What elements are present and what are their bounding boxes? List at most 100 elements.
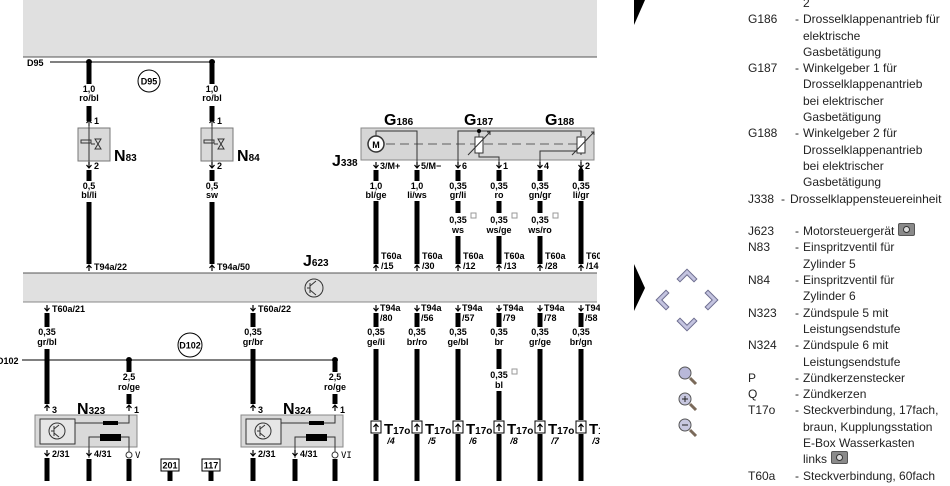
footnote-marker — [470, 212, 477, 219]
legend-separator: - — [795, 387, 799, 402]
wire-size: 0,35 — [572, 181, 590, 191]
wire-color: br — [495, 337, 504, 347]
wire-size: 0,35 — [449, 215, 467, 225]
legend-entry: P-Zündkerzenstecker — [748, 370, 950, 386]
zoom-in-icon[interactable] — [678, 392, 698, 412]
splice-dot — [332, 357, 338, 363]
pan-down-icon[interactable] — [676, 317, 698, 332]
wire-color: ro — [495, 190, 505, 200]
pin-arrow-icon — [44, 404, 50, 411]
connector-t17o-label: T17o — [466, 421, 492, 438]
connector-t17o[interactable]: T17o — [370, 420, 410, 438]
pin-arrow-icon — [496, 162, 502, 169]
wire-size: 1,0 — [206, 84, 219, 94]
legend-text: Zündspule 5 mit — [803, 305, 889, 320]
legend-description: Leistungsendstufe — [803, 321, 900, 337]
throttle-unit-j338[interactable]: M J338 G186 G187 G188 — [332, 112, 595, 172]
wire-color: ge/li — [367, 337, 385, 347]
legend-separator: - — [795, 370, 799, 385]
wire-color: ws/ge — [485, 225, 511, 235]
pan-left-icon[interactable] — [655, 289, 670, 311]
legend-description: Gasbetätigung — [803, 109, 881, 125]
pin-arrow-icon — [292, 450, 298, 457]
zoom-icon[interactable] — [678, 366, 698, 386]
d95-bus-label: D95 — [27, 58, 44, 68]
wire-size: 2,5 — [123, 372, 136, 382]
connector-pin: /4 — [386, 436, 395, 446]
wire-size: 0,5 — [83, 181, 96, 191]
g187-label: G187 — [464, 112, 494, 129]
pin-label: 5/M− — [421, 161, 441, 171]
legend-entry: N323-Zündspule 5 mit — [748, 305, 950, 321]
pin-arrow-icon — [414, 162, 420, 169]
legend-code: T17o — [748, 403, 776, 418]
legend-entry-continuation: E-Box Wasserkasten — [748, 435, 950, 451]
connector-pin: /5 — [427, 436, 437, 446]
legend-description: Drosselklappenantrieb — [803, 142, 922, 158]
connector-t17o-label: T17o — [384, 421, 410, 438]
pin-arrow-icon — [373, 305, 379, 312]
zoom-out-icon[interactable] — [678, 418, 698, 438]
connector-t17o[interactable]: T17o — [411, 420, 451, 438]
injector-N83[interactable]: N83 — [77, 121, 138, 166]
label-number: 83 — [126, 153, 138, 164]
wire-size: 0,35 — [490, 215, 508, 225]
connector-t17o[interactable]: T17o — [575, 420, 600, 438]
expand-triangle-icon[interactable] — [634, 264, 645, 311]
wire-size: 0,35 — [531, 181, 549, 191]
injector-N84[interactable]: N84 — [200, 121, 261, 166]
legend-text: Zylinder 5 — [803, 256, 856, 271]
primary-winding — [309, 421, 324, 425]
reference-box[interactable]: 201 — [160, 458, 180, 472]
legend-entry: N324-Zündspule 6 mit — [748, 337, 950, 353]
connector-t17o[interactable]: T17o — [452, 420, 492, 438]
label-number: 84 — [249, 153, 261, 164]
legend-description: Steckverbindung, 60fach — [803, 468, 935, 484]
coil-label: N323 — [77, 401, 106, 418]
collapse-triangle-icon[interactable] — [634, 0, 645, 25]
camera-icon[interactable] — [898, 223, 916, 237]
ecu-j623[interactable]: J623 — [23, 253, 597, 303]
legend-code: J623 — [748, 224, 775, 239]
side-panel — [600, 0, 950, 481]
ignition-coil-324[interactable]: N324 — [240, 401, 344, 458]
legend-code: G188 — [748, 126, 778, 141]
connector-t17o[interactable]: T17o — [493, 420, 533, 438]
pan-up-icon[interactable] — [676, 268, 698, 283]
ignition-coil-323[interactable]: N323 — [34, 401, 138, 458]
connector-label: T60a — [504, 251, 526, 261]
legend-entry-continuation: Zylinder 5 — [748, 256, 950, 272]
connector-t17o-label: T17o — [507, 421, 533, 438]
label-letter: N — [114, 148, 126, 165]
legend-entry-continuation: links — [748, 451, 950, 467]
legend-description: Steckverbindung, 17fach, — [803, 402, 938, 418]
legend-entry: G186-Drosselklappenantrieb für — [748, 11, 950, 27]
wire-color: br/gn — [570, 337, 593, 347]
wire-color: bl — [495, 380, 503, 390]
coil-label: N324 — [283, 401, 312, 418]
wire-color: ws — [451, 225, 464, 235]
reference-box[interactable]: 117 — [201, 458, 221, 472]
legend-description: Motorsteuergerät — [803, 223, 916, 239]
label-letter: T — [589, 421, 598, 438]
pin-label: 4/31 — [94, 449, 112, 459]
legend-entry-continuation: Gasbetätigung — [748, 44, 950, 60]
connector-pin: /56 — [421, 313, 434, 323]
pin-arrow-icon — [496, 423, 502, 431]
wire-color: gr/ge — [529, 337, 551, 347]
pin-arrow-icon — [126, 404, 132, 411]
connector-t17o-label: T17o — [589, 421, 600, 438]
wire-size: 0,35 — [490, 370, 508, 380]
pin-arrow-icon — [455, 423, 461, 431]
connector-pin: /79 — [503, 313, 516, 323]
camera-icon[interactable] — [831, 451, 849, 465]
legend-description: Winkelgeber 2 für — [803, 125, 897, 141]
legend-entry: G187-Winkelgeber 1 für — [748, 60, 950, 76]
connector-t17o[interactable]: T17o — [534, 420, 574, 438]
pan-right-icon[interactable] — [704, 289, 719, 311]
label-letter: T — [466, 421, 475, 438]
legend-code: G186 — [748, 12, 778, 27]
wire-size: 0,35 — [244, 327, 262, 337]
connector-t17o-label: T17o — [425, 421, 451, 438]
legend-entry-continuation: braun, Kupplungsstation — [748, 419, 950, 435]
